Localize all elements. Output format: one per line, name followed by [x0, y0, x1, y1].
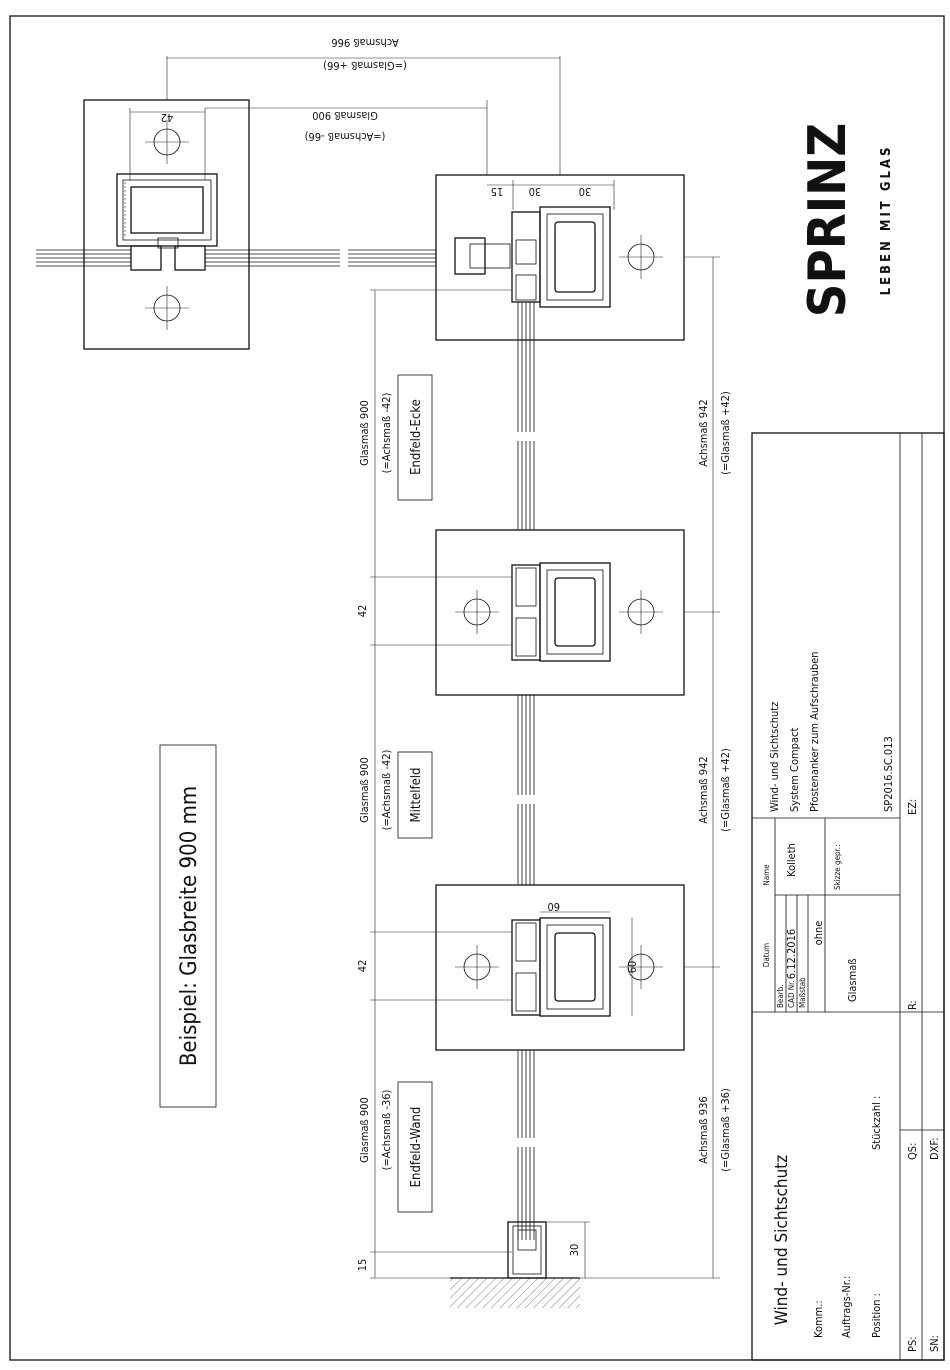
tb-title-line1: Wind- und Sichtschutz [768, 702, 781, 812]
svg-text:Glasmaß 900: Glasmaß 900 [358, 1097, 371, 1163]
svg-text:Bearb.: Bearb. [776, 984, 785, 1008]
svg-text:Achsmaß 942: Achsmaß 942 [697, 756, 710, 823]
label-mittelfeld: Mittelfeld [409, 768, 424, 823]
tb-title-line3: Pfostenanker zum Aufschrauben [808, 651, 821, 812]
svg-text:Auftrags-Nr.:: Auftrags-Nr.: [840, 1276, 853, 1338]
svg-text:EZ:: EZ: [906, 799, 919, 815]
example-box: Beispiel: Glasbreite 900 mm [159, 744, 217, 1108]
tb-project: Wind- und Sichtschutz [772, 1155, 792, 1326]
title-block: Wind- und Sichtschutz Komm.: Auftrags-Nr… [751, 432, 945, 1361]
middle-post-lower: 60 60 [435, 884, 685, 1051]
svg-text:QS:: QS: [906, 1143, 919, 1160]
tb-title-line2: System Compact [788, 728, 801, 812]
svg-text:(=Glasmaß +36): (=Glasmaß +36) [719, 1088, 732, 1172]
dim-42-mid: 42 [356, 605, 369, 618]
svg-text:CAD Nr.: CAD Nr. [787, 980, 796, 1008]
logo-brand: SPRINZ [798, 123, 858, 317]
svg-text:(=Achsmaß -42): (=Achsmaß -42) [380, 750, 393, 831]
svg-text:Position :: Position : [870, 1293, 883, 1338]
label-endfeld-ecke: Endfeld-Ecke [409, 399, 424, 475]
dim-42-top: 42 [161, 111, 174, 124]
svg-text:SN:: SN: [928, 1335, 941, 1352]
svg-text:DXF:: DXF: [928, 1137, 941, 1160]
svg-text:Glasmaß 900: Glasmaß 900 [358, 757, 371, 823]
svg-text:Komm.:: Komm.: [812, 1300, 825, 1338]
dim-30-b: 30 [579, 185, 592, 198]
svg-text:Achsmaß 942: Achsmaß 942 [697, 399, 710, 466]
wall-hatching [450, 1278, 580, 1308]
middle-post-base-plate-lower [435, 884, 685, 1051]
svg-text:Stückzahl :: Stückzahl : [870, 1096, 883, 1150]
right-dimension-chain [580, 256, 720, 1279]
svg-text:R:: R: [906, 1000, 919, 1010]
svg-text:Name: Name [762, 864, 771, 886]
svg-text:Glasmaß 900: Glasmaß 900 [358, 400, 371, 466]
svg-text:Datum: Datum [762, 943, 771, 967]
field-endfeld-ecke: Glasmaß 900 (=Achsmaß -42) Endfeld-Ecke … [358, 374, 732, 501]
corner-base-plate [83, 99, 250, 350]
end-post-base-plate [435, 174, 685, 341]
svg-text:(=Achsmaß -42): (=Achsmaß -42) [380, 393, 393, 474]
svg-text:(=Glasmaß +42): (=Glasmaß +42) [719, 748, 732, 832]
dim-30-a: 30 [529, 185, 542, 198]
end-post-corner: 15 30 30 [435, 174, 685, 341]
dim-42-low: 42 [356, 960, 369, 973]
svg-text:Maßstab: Maßstab [798, 977, 807, 1008]
sprinz-logo: SPRINZ LEBEN MIT GLAS [798, 123, 894, 317]
dim-30-bottom: 30 [568, 1244, 581, 1257]
corner-post-profile [116, 173, 218, 247]
example-label: Beispiel: Glasbreite 900 mm [177, 786, 202, 1066]
field-mittelfeld: Glasmaß 900 (=Achsmaß -42) Mittelfeld Ac… [358, 748, 732, 839]
svg-text:(=Glasmaß +42): (=Glasmaß +42) [719, 391, 732, 475]
dim-15-bottom: 15 [356, 1259, 369, 1272]
left-dimension-chain: 42 42 15 30 [356, 289, 590, 1279]
svg-text:PS:: PS: [906, 1336, 919, 1352]
glass-pane-horizontal [36, 249, 470, 267]
top-corner-detail: 42 Achsmaß 966 (=Glasmaß +66) Glasmaß 90… [36, 36, 561, 350]
dim-60-height: 60 [626, 961, 639, 974]
svg-text:Kolleth: Kolleth [785, 843, 798, 877]
glass-pane-vertical [514, 302, 538, 1240]
svg-text:Glasmaß: Glasmaß [846, 958, 859, 1002]
svg-text:6.12.2016: 6.12.2016 [785, 929, 798, 979]
wall-profile [450, 1221, 580, 1308]
svg-text:Achsmaß 936: Achsmaß 936 [697, 1096, 710, 1163]
tb-drawing-no: SP2016.SC.013 [882, 736, 895, 812]
dim-achsmass-966: Achsmaß 966 [331, 36, 398, 49]
dim-glasmass-900-top: Glasmaß 900 [312, 109, 378, 122]
logo-tagline: LEBEN MIT GLAS [879, 145, 894, 296]
dim-60-width: 60 [547, 900, 560, 913]
svg-text:(=Achsmaß -36): (=Achsmaß -36) [380, 1090, 393, 1171]
middle-post-base-plate-upper [435, 529, 685, 696]
svg-text:ohne: ohne [812, 921, 825, 946]
dim-glasmass-plus-66: (=Glasmaß +66) [323, 59, 407, 72]
middle-post-upper [435, 529, 685, 696]
svg-text:Skizze gepr.:: Skizze gepr.: [833, 844, 842, 890]
dim-15-top: 15 [491, 185, 504, 198]
label-endfeld-wand: Endfeld-Wand [409, 1107, 424, 1188]
field-endfeld-wand: Glasmaß 900 (=Achsmaß -36) Endfeld-Wand … [358, 1081, 732, 1213]
dim-achsmass-minus-66: (=Achsmaß -66) [305, 130, 386, 143]
